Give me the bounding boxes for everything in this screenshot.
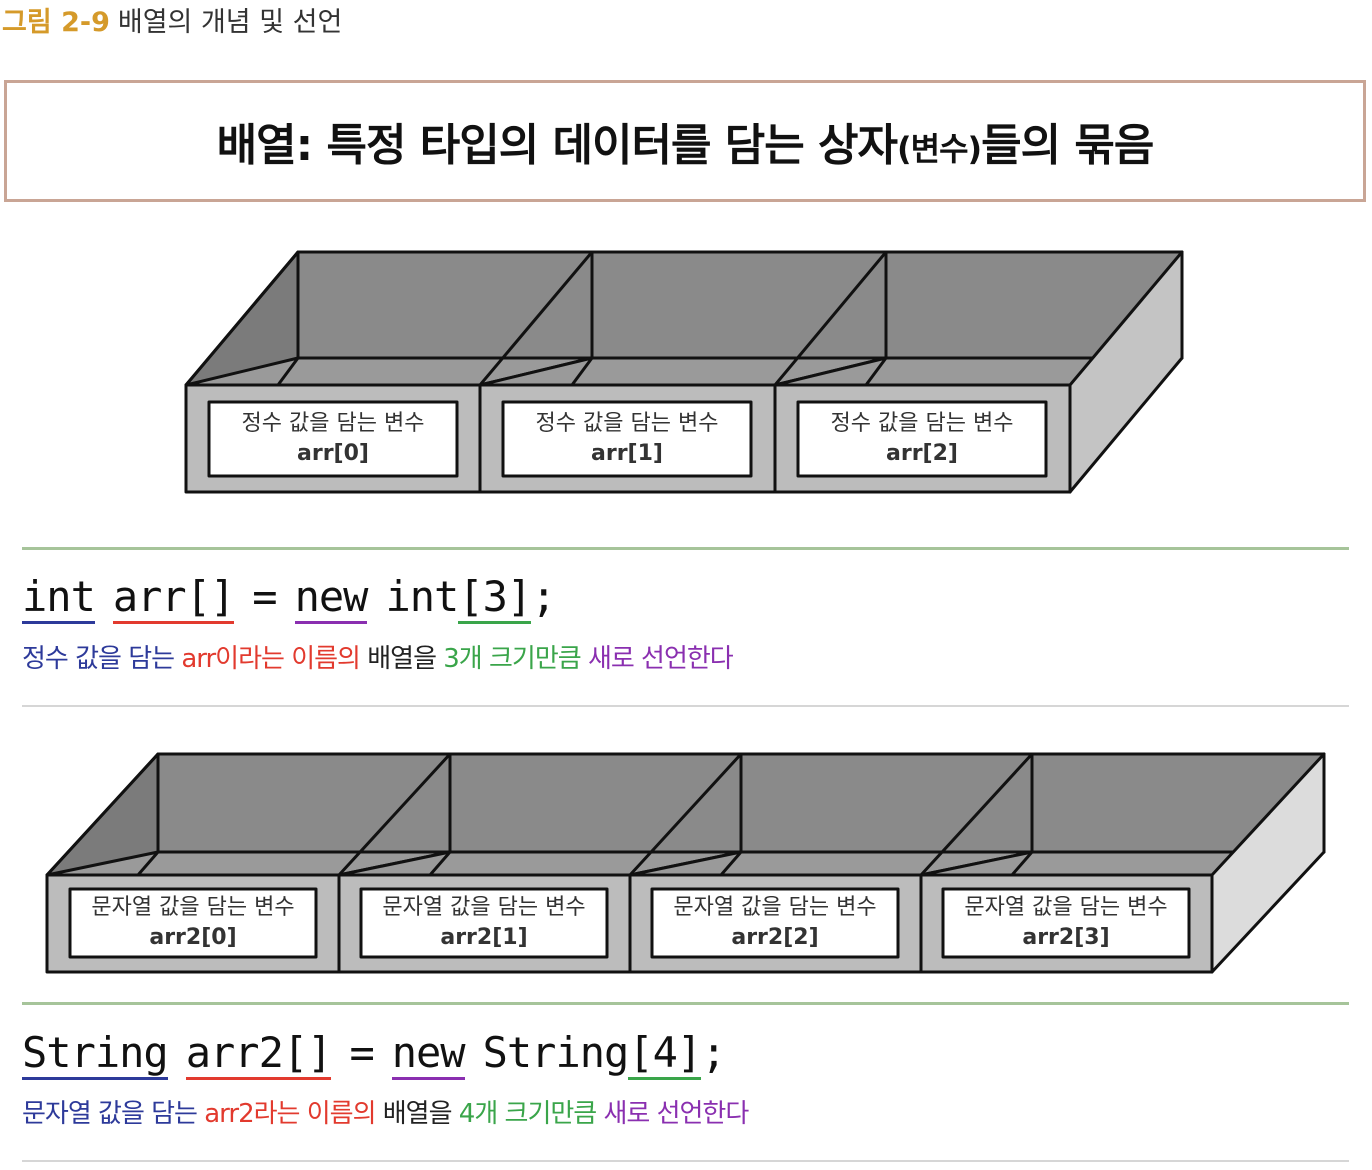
diagram-title: 배열: 특정 타입의 데이터를 담는 상자(변수)들의 묶음 <box>216 109 1155 173</box>
code-new: new <box>391 1028 466 1080</box>
divider-grey-1 <box>22 705 1349 707</box>
cell-variable: arr[2] <box>886 441 958 466</box>
array2-plate-1 <box>359 887 609 959</box>
array2-plate-2 <box>650 887 900 959</box>
array2-plate-0 <box>68 887 318 959</box>
divider-green-2 <box>22 1002 1349 1005</box>
cell-variable: arr[0] <box>297 441 369 466</box>
cell-variable: arr2[3] <box>1022 925 1110 950</box>
array2-cell-3: 문자열 값을 담는 변수 arr2[3] <box>943 889 1189 957</box>
explain-type: 문자열 값을 담는 <box>22 1099 205 1129</box>
array2-divider-1 <box>337 752 452 877</box>
array2-boxes <box>45 752 1326 974</box>
cell-description: 문자열 값을 담는 변수 <box>964 895 1168 920</box>
code-name: arr2[] <box>185 1028 332 1080</box>
figure-number: 그림 2-9 <box>2 7 110 38</box>
explain-name: arr2라는 이름의 <box>204 1099 383 1129</box>
cell-description: 정수 값을 담는 변수 <box>535 411 719 436</box>
cell-variable: arr2[1] <box>440 925 528 950</box>
array2-divider-2 <box>628 752 743 877</box>
cell-description: 정수 값을 담는 변수 <box>830 411 1014 436</box>
code-size: [4] <box>628 1028 702 1080</box>
explain-array: 배열을 <box>367 644 444 674</box>
array2-back-edge-1 <box>428 851 452 876</box>
array1-plate-0 <box>207 400 459 478</box>
code-semicolon: ; <box>701 1028 726 1077</box>
code-equals: = <box>349 1028 374 1077</box>
array2-back-edge-0 <box>136 851 160 876</box>
array1-boxes <box>184 250 1184 494</box>
array1-cell-1: 정수 값을 담는 변수 arr[1] <box>503 402 751 476</box>
array2-cell-1: 문자열 값을 담는 변수 arr2[1] <box>361 889 607 957</box>
array2-cell-2: 문자열 값을 담는 변수 arr2[2] <box>652 889 898 957</box>
explain-type: 정수 값을 담는 <box>22 644 182 674</box>
array1-plate-1 <box>501 400 753 478</box>
title-paren: (변수) <box>897 130 982 168</box>
array1-cell-0: 정수 값을 담는 변수 arr[0] <box>209 402 457 476</box>
array1-divider-1 <box>478 251 594 386</box>
code-type: String <box>22 1028 169 1080</box>
explain-name: arr이라는 이름의 <box>181 644 368 674</box>
code-type: int <box>22 572 96 624</box>
explain-new: 새로 선언한다 <box>603 1099 749 1129</box>
figure-caption-text: 배열의 개념 및 선언 <box>117 7 343 38</box>
array2-back-edge-2 <box>719 851 743 876</box>
divider-green-1 <box>22 547 1349 550</box>
cell-description: 문자열 값을 담는 변수 <box>673 895 877 920</box>
cell-variable: arr2[2] <box>731 925 819 950</box>
code-semicolon: ; <box>531 572 556 621</box>
cell-description: 문자열 값을 담는 변수 <box>91 895 295 920</box>
array2-cell-0: 문자열 값을 담는 변수 arr2[0] <box>70 889 316 957</box>
explain-size: 3개 크기만큼 <box>443 644 588 674</box>
code-name: arr[] <box>112 572 235 624</box>
array1-back-edge-2 <box>864 357 888 386</box>
title-box: 배열: 특정 타입의 데이터를 담는 상자(변수)들의 묶음 <box>4 80 1366 202</box>
array1-back-edge-0 <box>276 357 300 386</box>
array1-plate-2 <box>796 400 1048 478</box>
array2-plate-3 <box>941 887 1191 959</box>
array1-cell-2: 정수 값을 담는 변수 arr[2] <box>798 402 1046 476</box>
explain-array: 배열을 <box>382 1099 459 1129</box>
code-type2: String <box>482 1028 630 1077</box>
explain-line-1: 정수 값을 담는 arr이라는 이름의 배열을 3개 크기만큼 새로 선언한다 <box>22 638 734 675</box>
array2-back-edge-3 <box>1010 851 1034 876</box>
array1-divider-0 <box>184 251 300 386</box>
array2-divider-3 <box>919 752 1034 877</box>
explain-new: 새로 선언한다 <box>587 644 734 674</box>
cell-description: 문자열 값을 담는 변수 <box>382 895 586 920</box>
title-part-a: 배열: 특정 타입의 데이터를 담는 상자 <box>216 120 898 171</box>
code-type2: int <box>385 572 459 621</box>
code-size: [3] <box>458 572 532 624</box>
title-part-b: 들의 묶음 <box>981 120 1154 171</box>
cell-variable: arr[1] <box>591 441 663 466</box>
array1-back-edge-1 <box>570 357 594 386</box>
cell-description: 정수 값을 담는 변수 <box>241 411 425 436</box>
explain-line-2: 문자열 값을 담는 arr2라는 이름의 배열을 4개 크기만큼 새로 선언한다 <box>22 1093 749 1130</box>
code-equals: = <box>252 572 277 621</box>
code-new: new <box>294 572 368 624</box>
array1-divider-2 <box>773 251 888 386</box>
array2-divider-0 <box>45 752 160 877</box>
divider-grey-2 <box>22 1160 1349 1162</box>
explain-size: 4개 크기만큼 <box>458 1099 604 1129</box>
cell-variable: arr2[0] <box>149 925 237 950</box>
